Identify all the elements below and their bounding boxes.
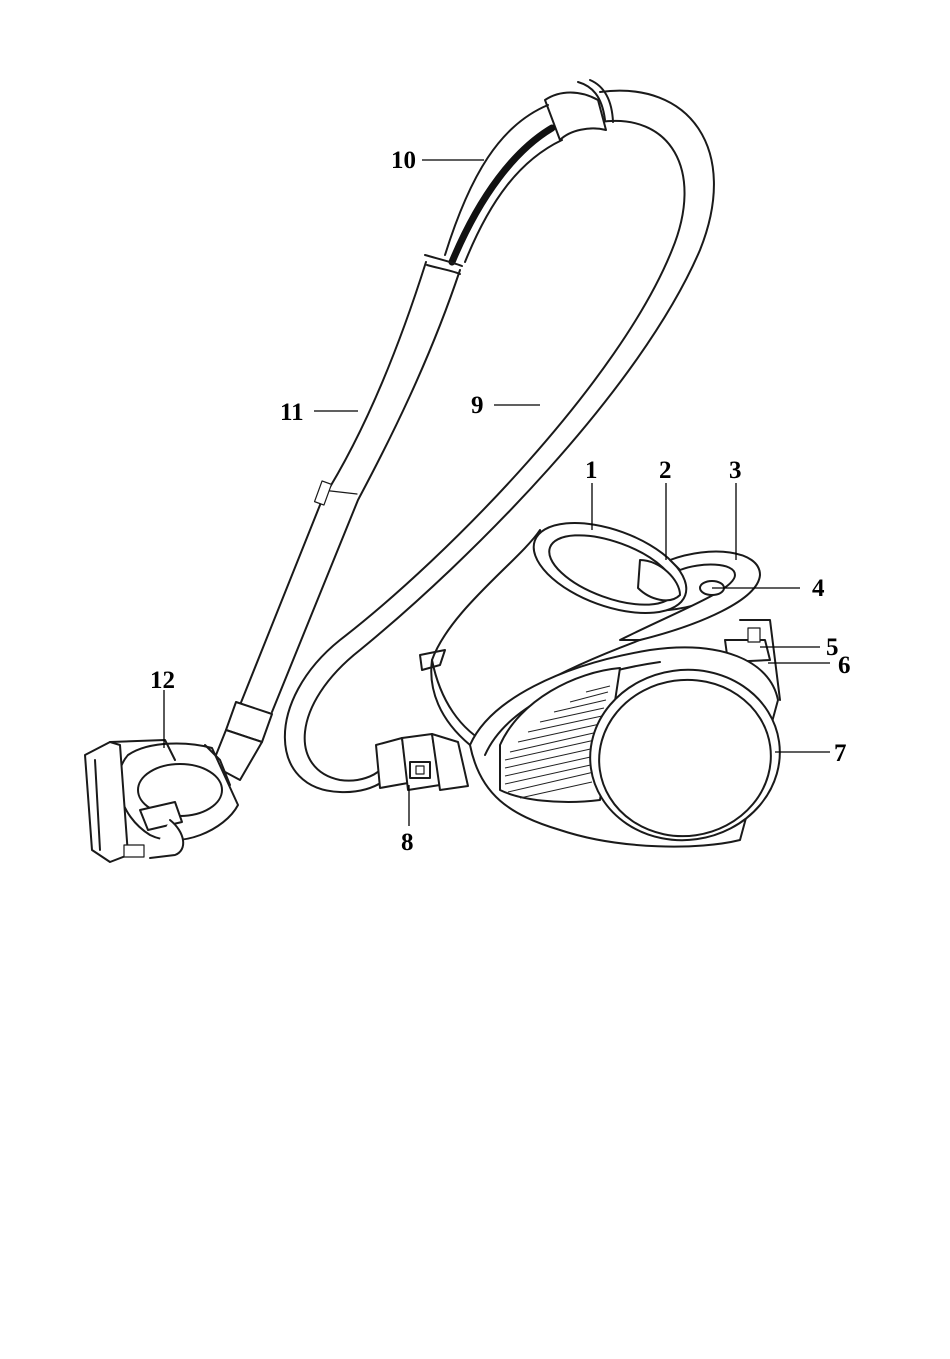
callout-8: 8 [401, 829, 414, 856]
callout-12: 12 [150, 667, 175, 694]
callout-10: 10 [391, 147, 416, 174]
vacuum-body [420, 505, 791, 852]
callout-7: 7 [834, 740, 847, 767]
callout-11: 11 [280, 399, 304, 426]
hose-inlet-connector [376, 734, 468, 790]
floor-brush-nozzle [85, 740, 238, 862]
callout-3: 3 [729, 457, 742, 484]
handle [425, 93, 606, 275]
callout-4: 4 [812, 575, 825, 602]
callout-2: 2 [659, 457, 672, 484]
callout-6: 6 [838, 652, 851, 679]
callout-9: 9 [471, 392, 484, 419]
telescopic-tube [212, 262, 460, 780]
callout-5: 5 [826, 634, 839, 661]
callout-1: 1 [585, 457, 598, 484]
